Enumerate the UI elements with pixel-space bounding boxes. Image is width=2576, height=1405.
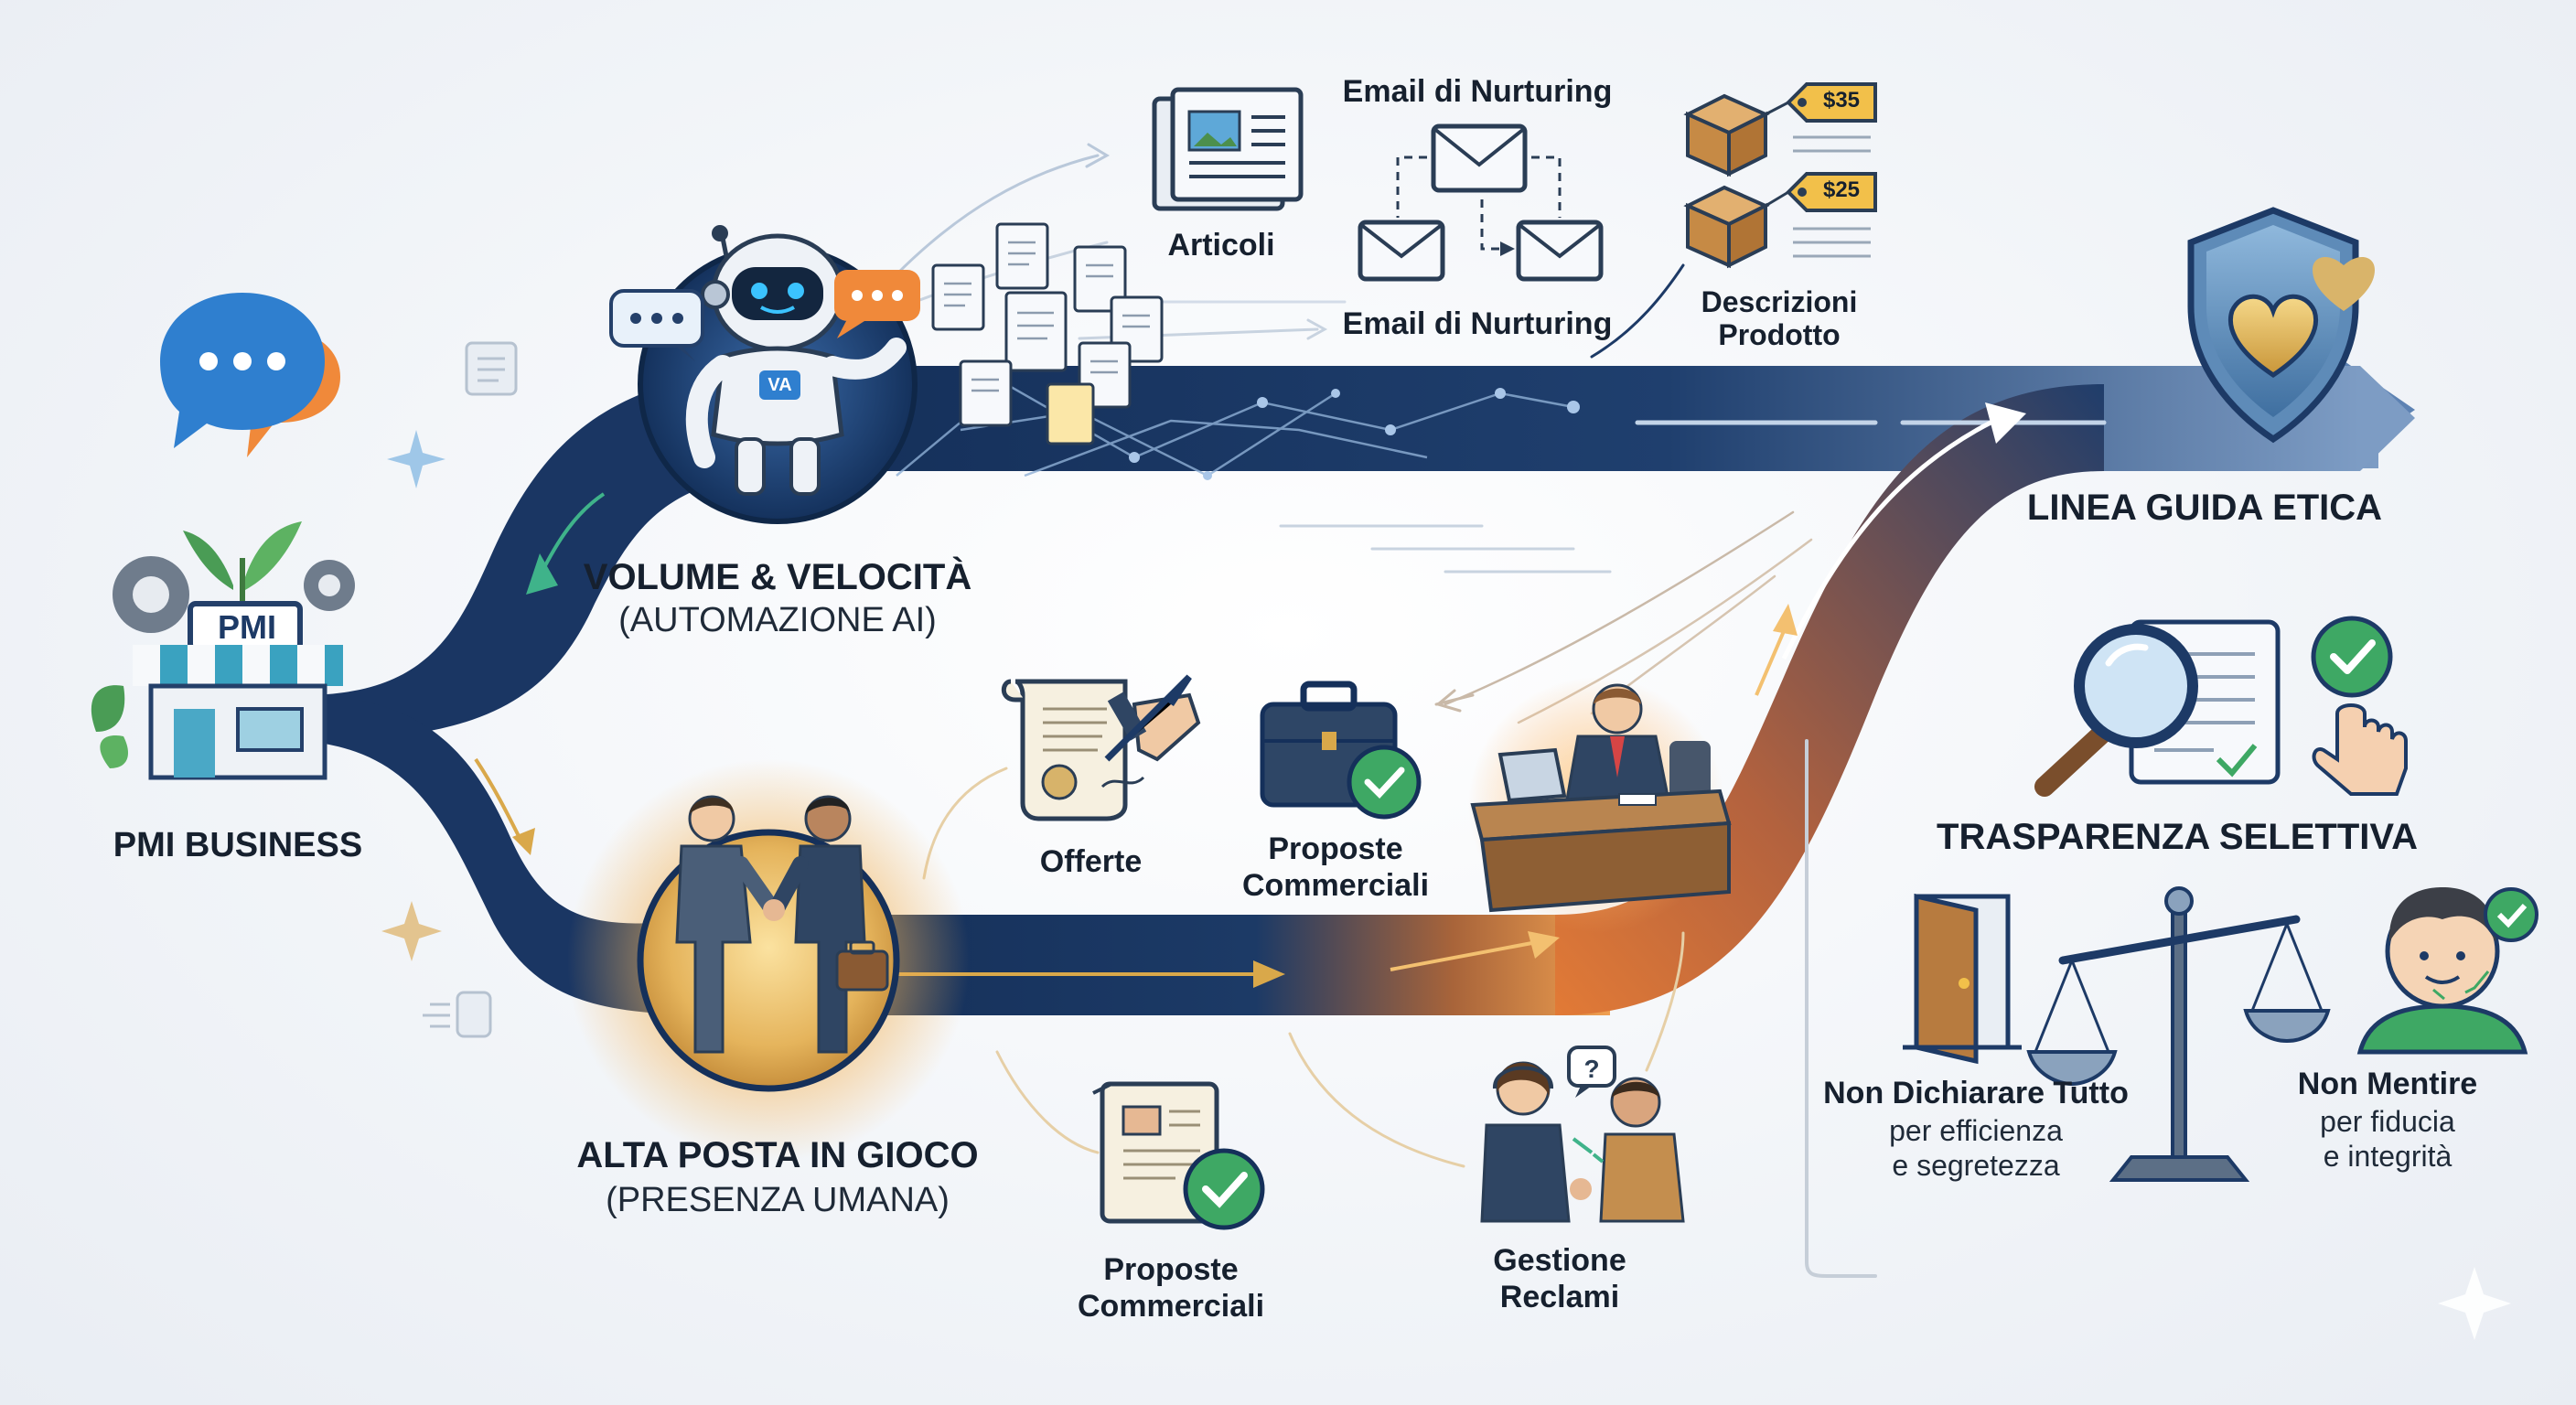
descriptions-label-2: Prodotto	[1718, 318, 1841, 351]
bottom-path-title: ALTA POSTA IN GIOCO	[576, 1135, 979, 1175]
proposals-bottom-label-2: Commerciali	[1077, 1289, 1265, 1324]
product-box-icon-2	[1683, 185, 1770, 269]
price-lines	[1793, 135, 1871, 258]
customer-support-icon: ?	[1480, 1046, 1685, 1223]
documents-stack-icon	[931, 222, 1164, 445]
articles-label: Articoli	[1167, 228, 1275, 263]
ethics-shield-icon	[2187, 207, 2359, 444]
not-declare-title: Non Dichiarare Tutto	[1823, 1076, 2129, 1110]
proposals-top-label-1: Proposte	[1268, 831, 1403, 866]
sparkle-icon	[381, 430, 2511, 1340]
bottom-path-subtitle: (PRESENZA UMANA)	[606, 1181, 950, 1219]
offer-contract-icon	[1001, 674, 1201, 821]
ethics-title: LINEA GUIDA ETICA	[2026, 488, 2383, 528]
transparency-label: TRASPARENZA SELETTIVA	[1937, 817, 2418, 857]
not-lie-title: Non Mentire	[2297, 1067, 2478, 1101]
newspaper-icon	[1152, 87, 1304, 211]
descriptions-label-1: Descrizioni	[1701, 285, 1858, 318]
email-top-label: Email di Nurturing	[1342, 74, 1613, 109]
chat-bubbles-icon	[160, 293, 340, 457]
door-icon	[1903, 893, 2022, 1065]
briefcase-check-icon	[1260, 681, 1422, 820]
magnifier-document-icon	[2034, 619, 2281, 797]
robot-chat-bubble-left-icon	[609, 289, 704, 361]
price-tag-icon-1	[1765, 82, 1877, 123]
shop-icon	[91, 521, 355, 780]
proposals-bottom-label-1: Proposte	[1103, 1252, 1239, 1287]
documents-lines	[944, 241, 1150, 392]
email-bottom-label: Email di Nurturing	[1342, 306, 1613, 341]
not-declare-line1: per efficienza	[1889, 1114, 2063, 1147]
price-tag-2: $25	[1822, 177, 1861, 202]
top-path-title: VOLUME & VELOCITÀ	[583, 557, 972, 597]
price-tag-icon-2	[1765, 172, 1877, 212]
svg-text:?: ?	[1583, 1055, 1599, 1083]
complaints-label-1: Gestione	[1493, 1243, 1626, 1278]
robot-ai-icon	[638, 225, 918, 524]
heart-icon	[2313, 256, 2375, 311]
phone-motion-icon	[423, 991, 492, 1038]
proposals-top-label-2: Commerciali	[1241, 868, 1430, 903]
price-tag-1: $35	[1822, 88, 1861, 113]
not-lie-line2: e integrità	[2323, 1140, 2453, 1173]
honest-face-icon	[2356, 887, 2538, 1055]
product-box-icon-1	[1683, 93, 1770, 177]
note-icon	[465, 341, 518, 396]
start-label: PMI BUSINESS	[113, 826, 363, 864]
check-tap-icon	[2311, 616, 2408, 796]
robot-badge: VA	[767, 375, 792, 395]
email-flow-icon	[1358, 123, 1604, 282]
top-path-subtitle: (AUTOMAZIONE AI)	[618, 601, 937, 639]
not-lie-line1: per fiducia	[2320, 1105, 2455, 1138]
handshake-icon	[567, 759, 970, 1162]
scales-icon	[2026, 886, 2331, 1182]
executive-desk-icon	[1468, 677, 1732, 933]
offers-label: Offerte	[1039, 844, 1143, 879]
robot-chat-bubble-right-icon	[834, 270, 920, 338]
shop-sign: PMI	[217, 608, 276, 646]
complaints-label-2: Reclami	[1499, 1280, 1620, 1314]
not-declare-line2: e segretezza	[1892, 1149, 2060, 1182]
proposal-document-icon	[1092, 1081, 1265, 1230]
